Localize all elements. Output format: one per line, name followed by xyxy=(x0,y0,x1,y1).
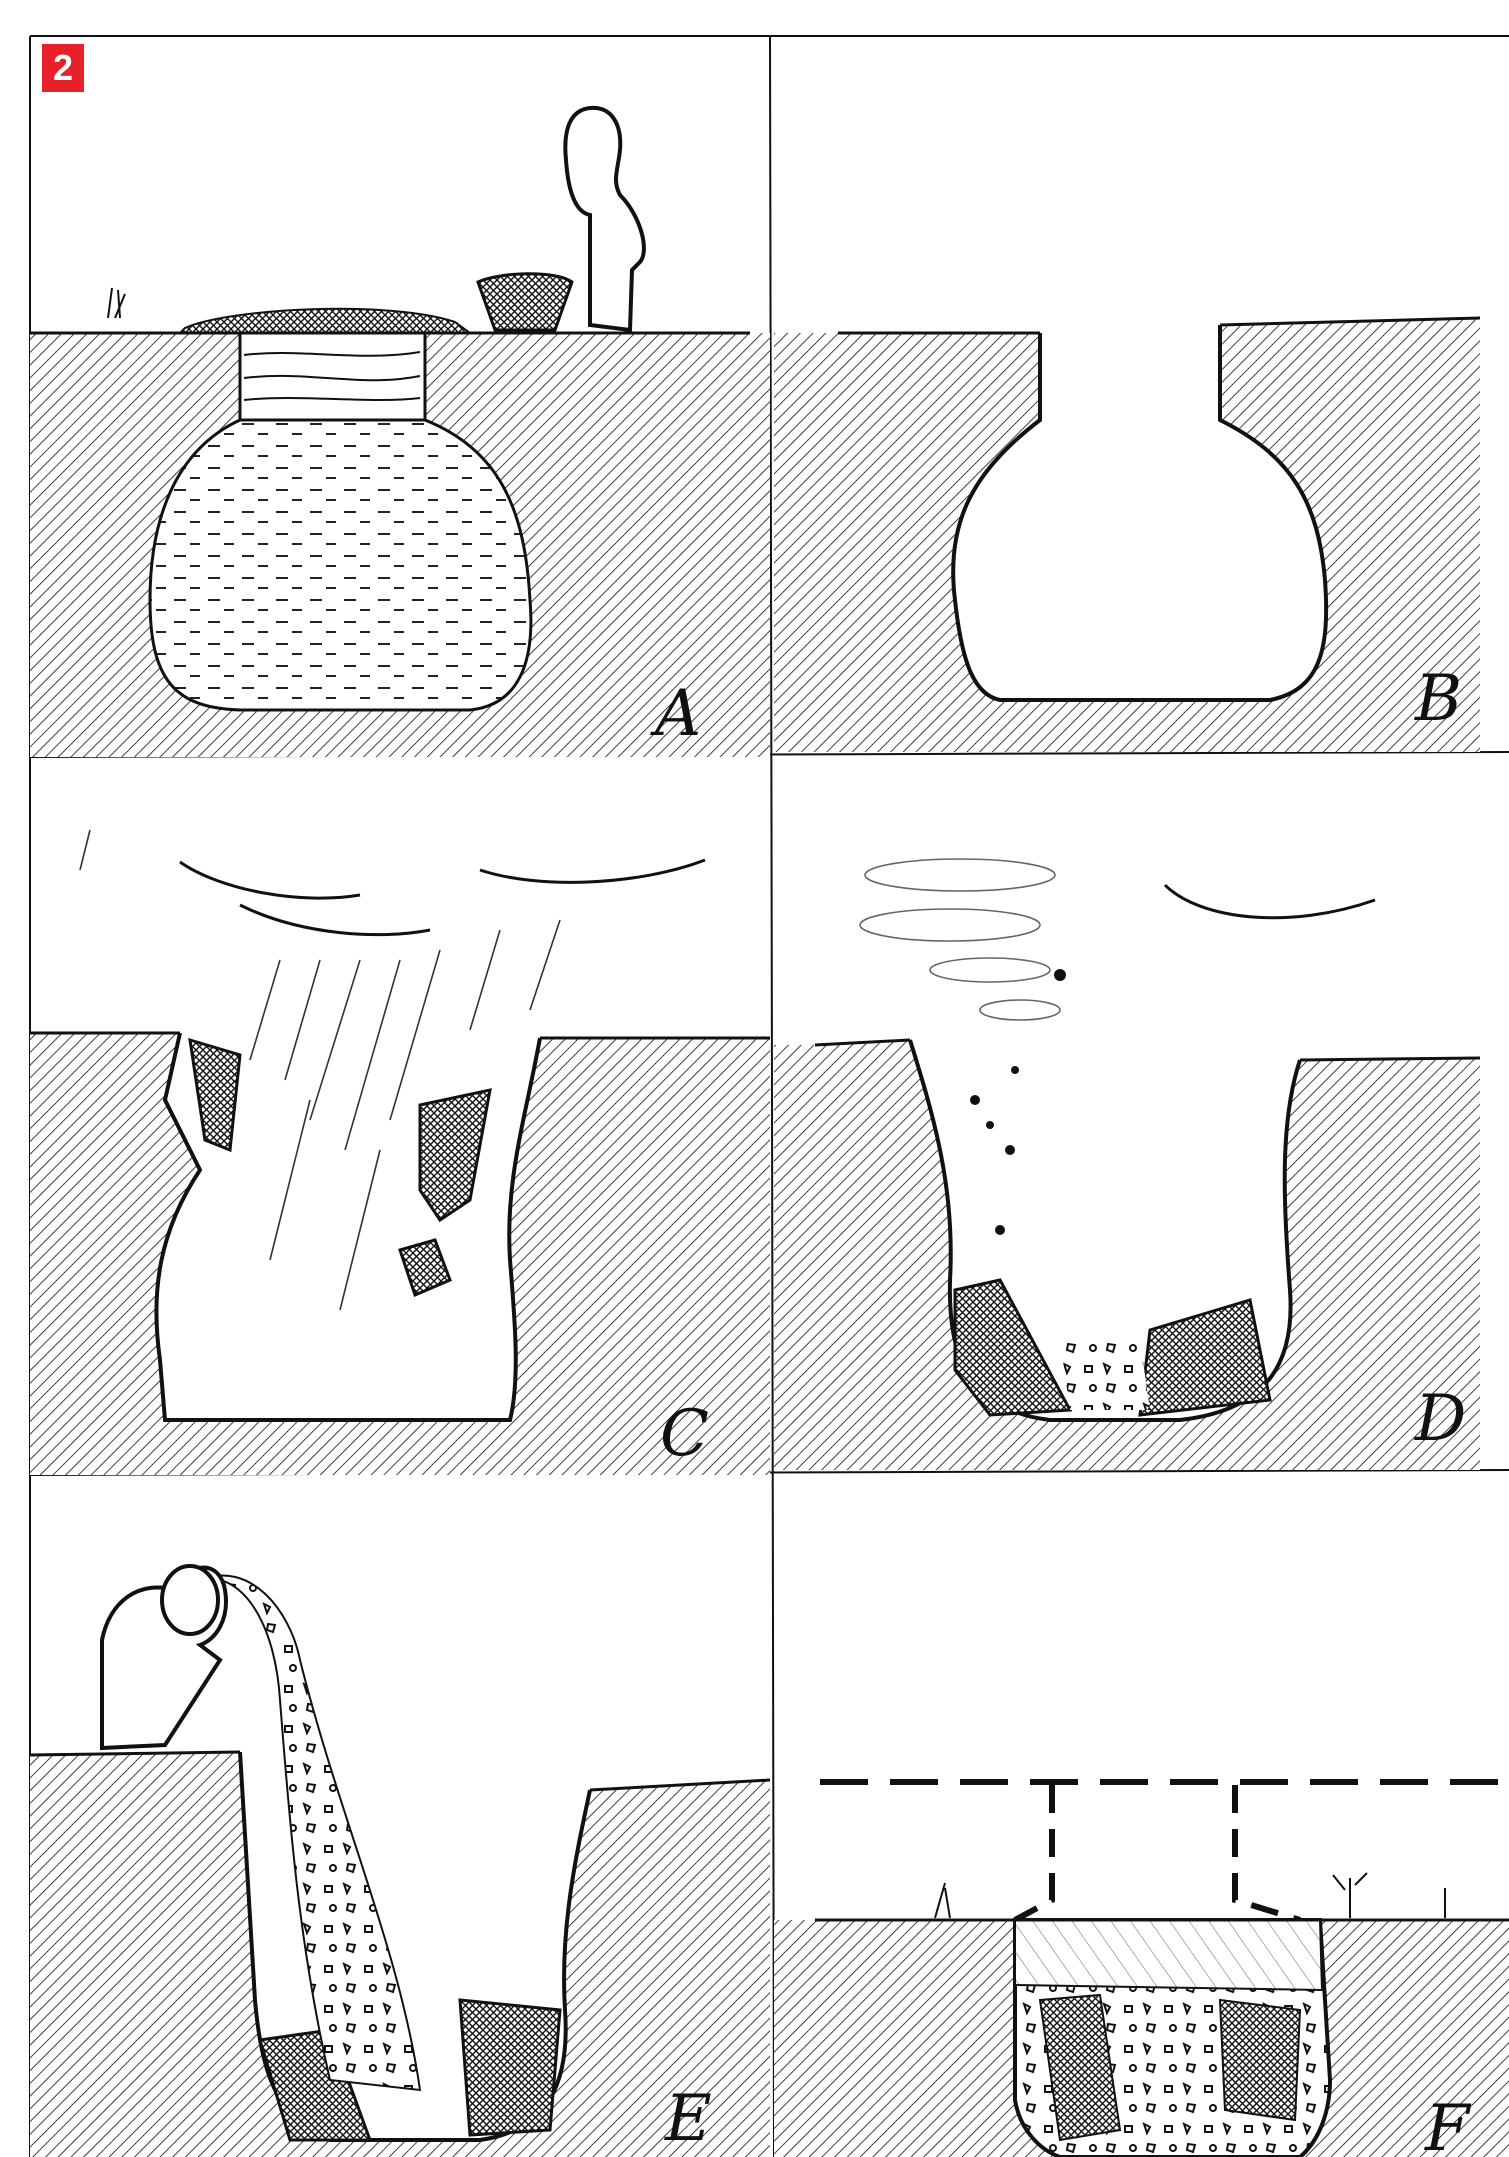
settled-block xyxy=(460,2000,560,2135)
top-fill-layers xyxy=(1015,1920,1322,1990)
rubble-pile xyxy=(1060,1340,1150,1410)
pit-fill-soft xyxy=(150,420,531,710)
basket-icon xyxy=(478,274,572,330)
panel-letter: E xyxy=(664,2082,712,2156)
panel-letter: A xyxy=(650,677,701,751)
bucket-icon xyxy=(162,1566,218,1634)
figure-number-badge: 2 xyxy=(42,44,84,92)
panel-letter: B xyxy=(1414,662,1462,736)
panel-letter: C xyxy=(660,1397,709,1471)
panel-b: B xyxy=(774,318,1480,752)
settled-block xyxy=(1220,2000,1300,2120)
panel-letter: F xyxy=(1424,2092,1472,2157)
panel-letter: D xyxy=(1414,1382,1466,1456)
